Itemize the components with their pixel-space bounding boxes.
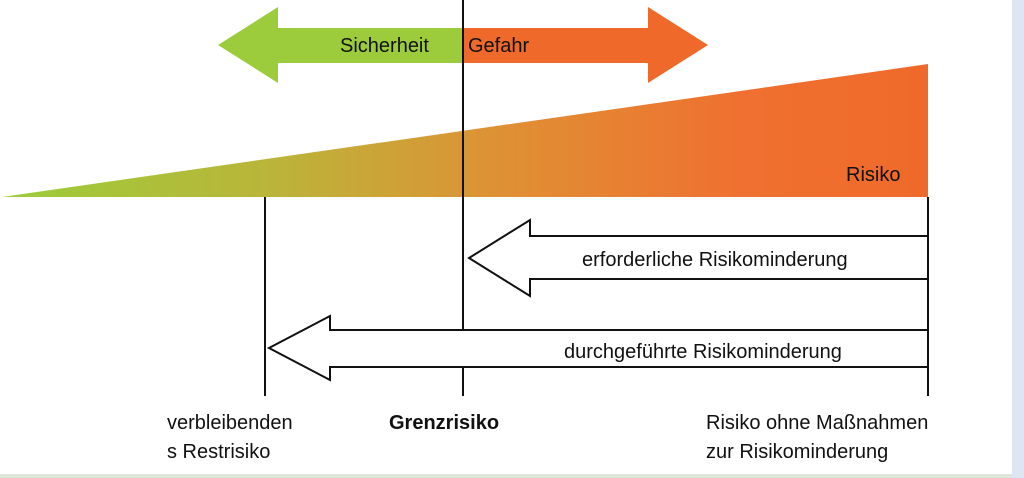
risk-without-measures-label-line2: zur Risikominderung bbox=[706, 441, 889, 463]
safety-arrow bbox=[218, 7, 463, 83]
limit-risk-label: Grenzrisiko bbox=[389, 412, 500, 434]
danger-arrow bbox=[463, 7, 708, 83]
residual-risk-label-line2: s Restrisiko bbox=[167, 441, 271, 463]
window-edge-bottom bbox=[0, 474, 1012, 478]
risk-without-measures-label-line1: Risiko ohne Maßnahmen bbox=[706, 412, 929, 434]
risk-label: Risiko bbox=[846, 164, 901, 186]
required-reduction-label: erforderliche Risikominderung bbox=[582, 249, 848, 271]
required-reduction-arrow bbox=[467, 218, 929, 298]
performed-reduction-label: durchgeführte Risikominderung bbox=[564, 341, 842, 363]
danger-label: Gefahr bbox=[468, 35, 530, 57]
safety-label: Sicherheit bbox=[340, 35, 429, 57]
residual-risk-label-line1: verbleibenden bbox=[167, 412, 293, 434]
risk-wedge bbox=[2, 64, 928, 197]
window-edge-right bbox=[1012, 0, 1024, 478]
performed-reduction-arrow bbox=[266, 314, 929, 382]
